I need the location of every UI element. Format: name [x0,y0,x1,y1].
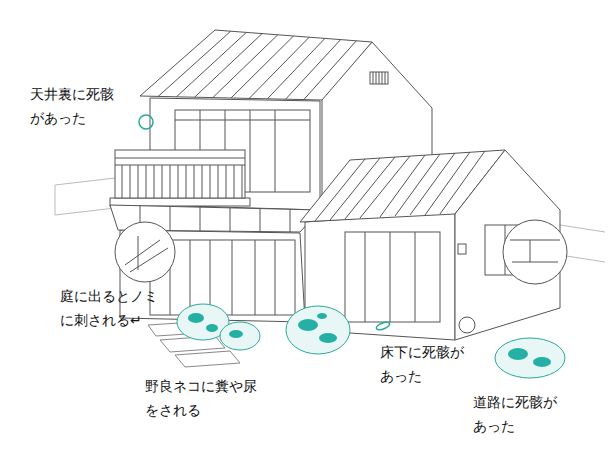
annex [300,150,567,340]
marker-ellipse [375,321,390,331]
marker-circle [139,115,153,129]
callout-label: 天井裏に死骸 があった [30,82,120,130]
callout-label: 床下に死骸が あった [380,340,470,388]
label-holder: 道路に死骸が あった [473,390,563,438]
bushes [177,304,565,378]
callout-label: 野良ネコに糞や尿 をされる [145,374,263,422]
label-holder: 野良ネコに糞や尿 をされる [145,374,263,422]
label-holder: 天井裏に死骸 があった [30,82,120,130]
label-holder: 床下に死骸が あった [380,340,470,388]
callout-label: 庭に出るとノミ に刺される↵ [60,284,164,332]
callout-label: 道路に死骸が あった [473,390,563,438]
label-holder: 庭に出るとノミ に刺される↵ [60,284,164,332]
